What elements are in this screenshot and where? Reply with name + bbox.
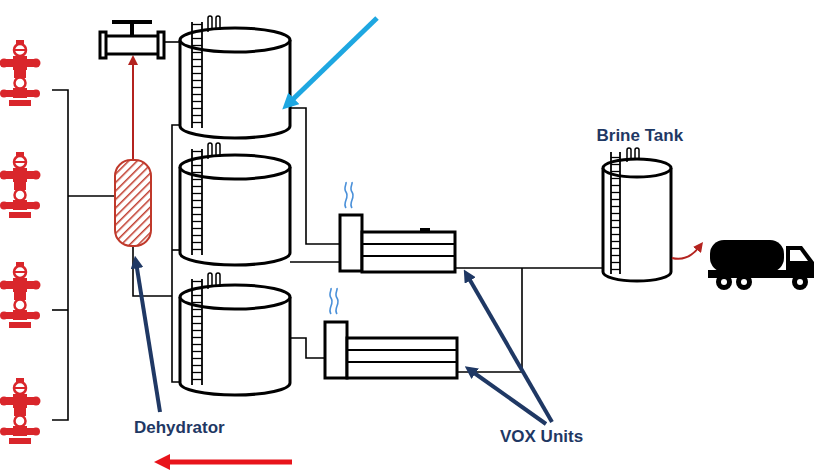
tanker-truck [708,240,814,290]
wellhead-icon [0,40,41,106]
wellhead-icon [0,378,41,444]
vox-unit [347,349,457,351]
brine-tank [627,148,631,162]
valve-symbol [100,32,106,58]
pipe [290,108,340,244]
tanker-truck [797,279,803,285]
brine-tank [635,148,639,160]
pipe [52,309,68,311]
tank-label-node: Brine Tank [593,122,688,151]
valve-symbol [104,36,160,54]
pointer-arrow [288,18,377,104]
vox-unit [362,232,455,272]
vox-unit [420,228,430,232]
vox-unit [330,288,338,314]
tanker-truck [721,279,727,285]
leader-arrow [136,262,160,412]
tanker-truck [741,279,747,285]
brine-tank [611,152,620,274]
tanker-truck [790,250,808,261]
wellhead-icon [0,152,41,218]
tanker-truck [786,246,814,278]
dehydrator-vessel [115,160,151,246]
brine-tank [610,152,612,274]
vox-unit [362,255,455,257]
storage-tank [180,143,290,265]
storage-tank [180,16,290,138]
wellheads [0,40,41,444]
vox-unit [347,338,457,378]
node-heading: Brine Tank [597,126,684,146]
valve-symbol [158,32,164,58]
tanker-truck [736,274,752,290]
vox-unit [345,182,353,208]
tanker-truck [710,240,784,272]
wellhead-icon [0,262,41,328]
callout-label: Dehydrator [134,418,225,438]
brine-tank [603,148,671,281]
storage-tank [180,273,290,395]
tanker-truck [716,274,732,290]
callout-label: VOX Units [500,427,583,447]
valve-symbol [130,22,134,36]
brine-tank [619,152,621,274]
pipe [290,338,325,358]
leader-arrow [470,370,546,424]
flow-arrow [162,460,292,465]
gas-line [132,60,134,160]
pipe [290,261,340,263]
valve-symbol [100,22,164,58]
vox-unit [347,361,457,363]
vox-unit [325,322,347,378]
vox-unit [325,288,457,378]
transfer-arrow [672,246,700,259]
tanker-truck [792,274,808,290]
pipe [68,195,115,197]
vox-unit [362,243,455,245]
vox-unit [340,215,362,271]
vox-unit [340,182,455,272]
pipe [455,267,603,269]
manifold-bracket [52,90,68,420]
